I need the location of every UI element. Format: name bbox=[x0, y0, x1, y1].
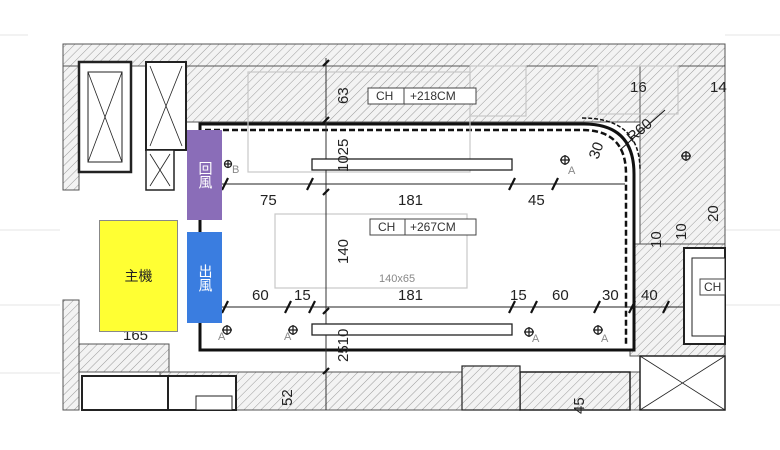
dim-10-a: 10 bbox=[648, 231, 665, 248]
svg-text:A: A bbox=[568, 165, 576, 177]
supply-air-label: 出風 bbox=[196, 263, 213, 292]
main-unit-label: 主機 bbox=[124, 269, 153, 285]
dim-45-bottom: 45 bbox=[571, 397, 588, 414]
radius-leader bbox=[619, 109, 666, 151]
return-air-vent: 回風 bbox=[187, 130, 222, 220]
dim-16: 16 bbox=[630, 79, 647, 96]
dim-40: 40 bbox=[641, 287, 658, 304]
dim-14: 14 bbox=[710, 79, 727, 96]
main-unit: 主機 bbox=[99, 220, 178, 332]
dim-2510: 2510 bbox=[335, 329, 352, 362]
background-grid bbox=[0, 34, 780, 374]
svg-text:A: A bbox=[532, 333, 540, 345]
dim-52: 52 bbox=[279, 389, 296, 406]
room-size-label: 140x65 bbox=[379, 273, 415, 285]
dim-10-b: 10 bbox=[673, 223, 690, 240]
downlight-markers bbox=[222, 151, 691, 337]
lower-rooms bbox=[81, 355, 726, 411]
supply-air-vent: 出風 bbox=[187, 232, 222, 323]
svg-text:+218CM: +218CM bbox=[410, 89, 456, 103]
svg-text:CH: CH bbox=[704, 280, 721, 294]
ceiling-tag-2: CH +267CM bbox=[369, 218, 477, 236]
dim-15-left: 15 bbox=[294, 287, 311, 304]
return-air-label: 回風 bbox=[196, 161, 213, 189]
svg-text:CH: CH bbox=[378, 220, 395, 234]
dim-45: 45 bbox=[528, 192, 545, 209]
dim-20: 20 bbox=[705, 205, 722, 222]
dim-30-right: 30 bbox=[602, 287, 619, 304]
dim-15-right: 15 bbox=[510, 287, 527, 304]
dim-1025: 1025 bbox=[335, 139, 352, 172]
room-outline bbox=[198, 122, 636, 352]
dim-60-right: 60 bbox=[552, 287, 569, 304]
dim-30-diag: 30 bbox=[586, 140, 608, 161]
dim-181-bottom: 181 bbox=[398, 287, 423, 304]
svg-text:+267CM: +267CM bbox=[410, 220, 456, 234]
dimension-ticks bbox=[221, 59, 670, 375]
left-window bbox=[77, 60, 187, 191]
linear-diffusers bbox=[311, 158, 513, 336]
svg-text:A: A bbox=[601, 333, 609, 345]
dim-63: 63 bbox=[335, 87, 352, 104]
marker-letters: B A A A A A bbox=[218, 164, 609, 345]
dim-140: 140 bbox=[335, 239, 352, 264]
svg-text:A: A bbox=[218, 331, 226, 343]
horizontal-dimension-lines bbox=[222, 183, 690, 308]
svg-text:B: B bbox=[232, 164, 239, 176]
ceiling-tag-3: CH bbox=[699, 278, 726, 296]
right-room bbox=[683, 247, 726, 345]
svg-text:CH: CH bbox=[376, 89, 393, 103]
dim-60-left: 60 bbox=[252, 287, 269, 304]
svg-text:A: A bbox=[284, 331, 292, 343]
ceiling-tag-1: CH +218CM bbox=[367, 87, 477, 105]
dim-181-top: 181 bbox=[398, 192, 423, 209]
dimension-texts: 63 1025 75 181 45 30 R60 16 14 140 60 15… bbox=[123, 79, 727, 414]
ceiling-edge-dashed bbox=[205, 128, 628, 344]
dim-75: 75 bbox=[260, 192, 277, 209]
radius-arc bbox=[581, 117, 641, 171]
